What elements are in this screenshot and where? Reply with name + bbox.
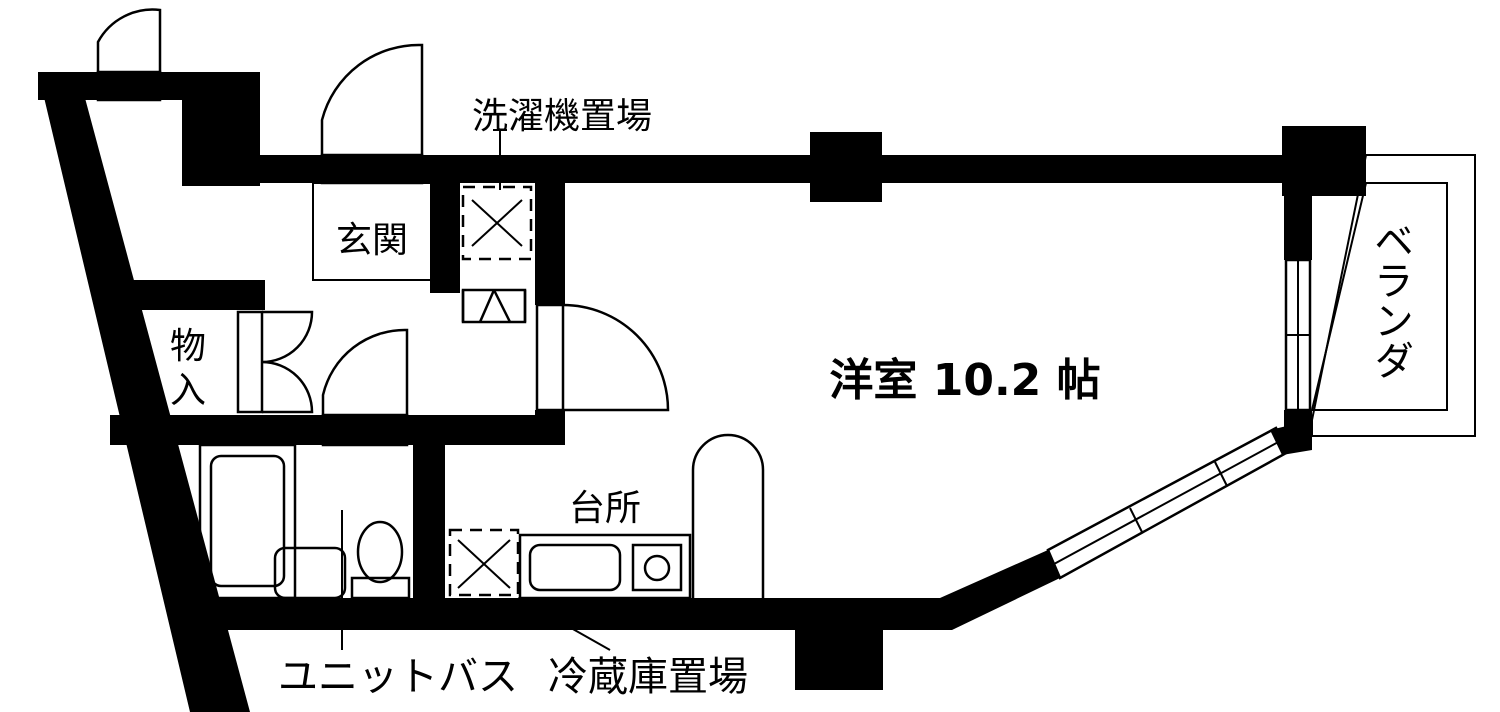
western-room-label: 洋室 10.2 帖	[829, 355, 1100, 406]
veranda-label: ベランダ	[1367, 220, 1413, 380]
fixtures	[198, 129, 765, 651]
storage-label-line2: 入	[170, 370, 206, 411]
outer-walls	[38, 72, 1366, 712]
doors	[96, 8, 670, 447]
fridge-space-label: 冷蔵庫置場	[548, 654, 748, 700]
interior-walls	[110, 183, 565, 600]
storage-label-line1: 物	[170, 326, 206, 367]
windows	[1046, 154, 1476, 580]
kitchen-label: 台所	[569, 488, 641, 529]
washer-space-label: 洗濯機置場	[472, 96, 652, 137]
unit-bath-label: ユニットバス	[278, 654, 518, 700]
entrance-label: 玄関	[336, 220, 408, 261]
